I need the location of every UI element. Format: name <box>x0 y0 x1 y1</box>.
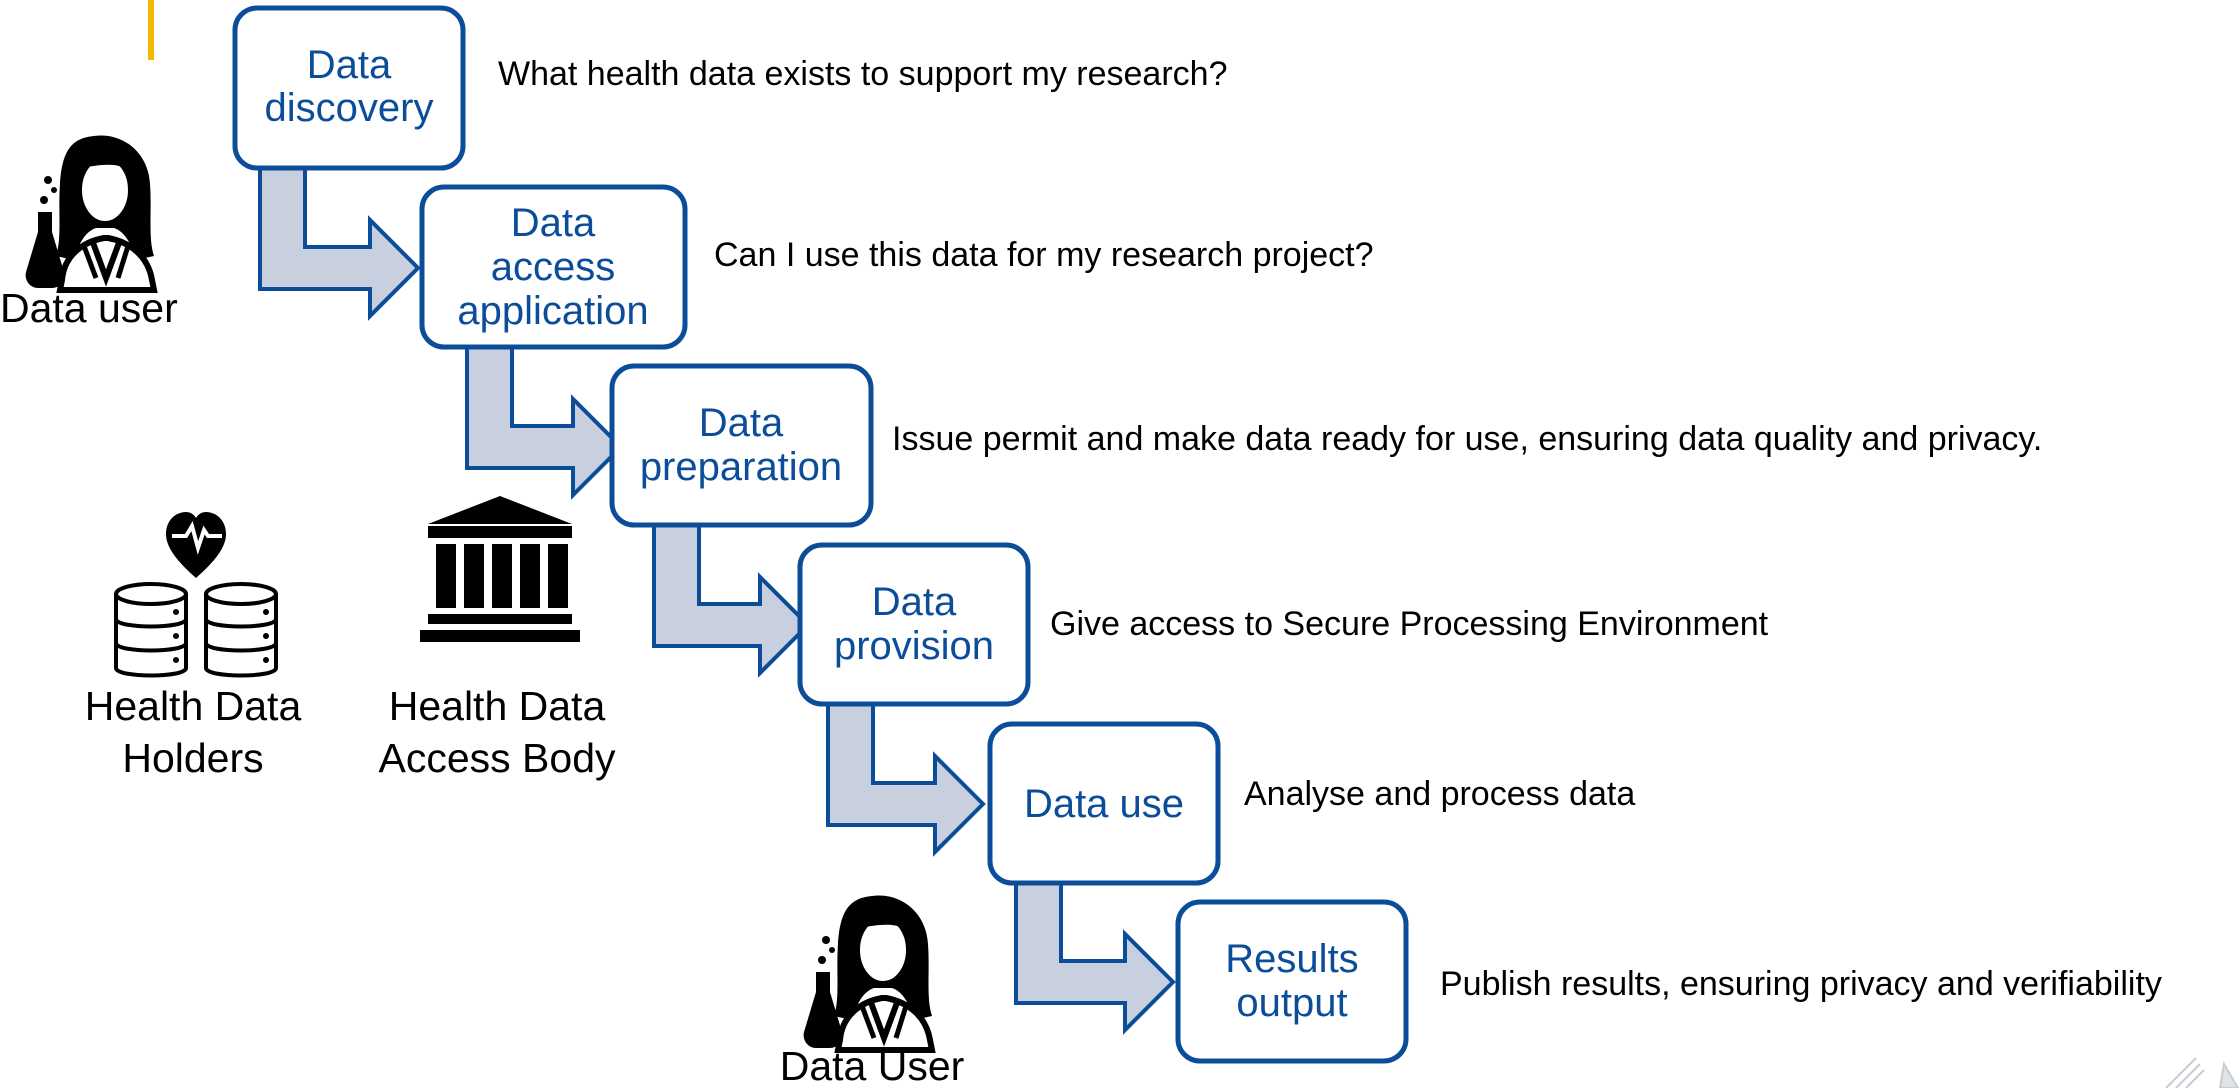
step-label-data-access-application: Data <box>511 201 596 245</box>
step-box-data-provision <box>797 542 1031 707</box>
step-description-results-output: Publish results, ensuring privacy and ve… <box>1440 965 2162 1003</box>
step-box-data-preparation <box>609 363 874 528</box>
step-description-data-use: Analyse and process data <box>1244 775 1635 813</box>
step-boxes <box>232 5 1409 1064</box>
step-description-data-provision: Give access to Secure Processing Environ… <box>1050 605 1769 643</box>
step-label-results-output: Results <box>1225 937 1358 981</box>
step-label-data-preparation: preparation <box>640 445 842 489</box>
decorative-corner-mark <box>2165 1057 2240 1088</box>
flow-arrow-4 <box>826 702 986 857</box>
step-label-data-access-application: access <box>491 245 616 289</box>
scientist-with-flask-icon <box>803 895 936 1053</box>
step-descriptions: What health data exists to support my re… <box>498 55 2162 1003</box>
scientist-with-flask-icon <box>25 135 158 293</box>
flow-arrow-5 <box>1014 881 1176 1035</box>
flow-arrow-3 <box>652 523 811 678</box>
heart-pulse-database-icon <box>114 512 278 678</box>
step-label-data-discovery: discovery <box>265 86 434 130</box>
data-user-bottom-label: Data User <box>780 1043 965 1088</box>
step-label-data-provision: provision <box>834 624 994 668</box>
flow-arrow-1 <box>258 166 421 321</box>
step-description-data-access-application: Can I use this data for my research proj… <box>714 236 1374 274</box>
flow-arrow-2 <box>465 345 624 500</box>
data-user-label: Data user <box>0 285 178 331</box>
accent-bar <box>148 0 154 60</box>
step-label-results-output: output <box>1236 981 1347 1025</box>
step-box-data-access-application <box>419 184 688 350</box>
health-data-access-body-label: Health Data <box>389 683 606 729</box>
step-description-data-preparation: Issue permit and make data ready for use… <box>892 420 2042 458</box>
step-box-data-discovery <box>232 5 466 171</box>
health-data-holders-label: Holders <box>122 735 263 781</box>
flow-arrows <box>258 166 1176 1035</box>
step-label-data-use: Data use <box>1024 782 1184 826</box>
health-data-access-body-label: Access Body <box>379 735 616 781</box>
step-label-data-discovery: Data <box>307 43 392 87</box>
health-data-holders-label: Health Data <box>85 683 302 729</box>
step-label-data-access-application: application <box>457 289 648 333</box>
step-label-data-provision: Data <box>872 580 957 624</box>
institution-building-icon <box>420 496 580 642</box>
step-box-results-output <box>1175 899 1409 1064</box>
step-box-data-use <box>987 721 1221 886</box>
step-description-data-discovery: What health data exists to support my re… <box>498 55 1227 93</box>
step-labels: Data discovery Data access application D… <box>265 43 1359 1025</box>
step-label-data-preparation: Data <box>699 401 784 445</box>
